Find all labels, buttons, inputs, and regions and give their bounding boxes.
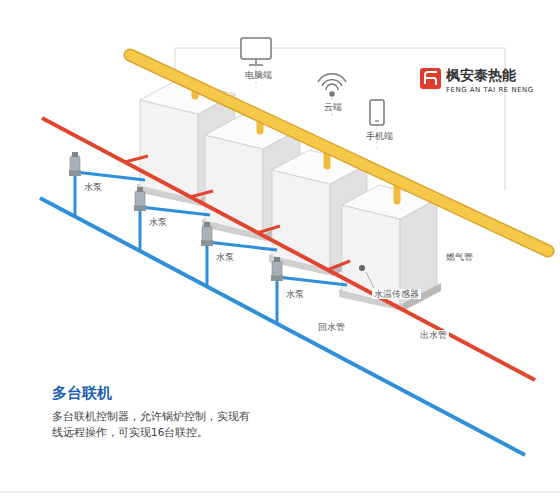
brand-name-en: FENG AN TAI RE NENG — [446, 86, 534, 94]
device-label: 手机端 — [364, 131, 395, 141]
pump-label: 水泵 — [82, 182, 104, 192]
water-pump — [271, 257, 283, 281]
water-pump — [69, 152, 81, 176]
water-pump — [134, 187, 146, 211]
boiler — [339, 185, 441, 311]
device-label: 云端 — [322, 102, 344, 112]
water-pump — [201, 222, 213, 246]
sensor-label: 水温传感器 — [372, 289, 421, 299]
pump-label: 水泵 — [147, 217, 169, 227]
diagram-caption: 多台联机控制器，允许锅炉控制，实现有 线远程操作，可实现16台联控。 — [52, 408, 252, 440]
phone-icon — [370, 100, 384, 125]
pipe-label: 回水管 — [316, 322, 347, 332]
diagram-title: 多台联机 — [52, 384, 112, 402]
pipe-label: 出水管 — [418, 330, 449, 340]
temperature-sensor — [359, 265, 365, 271]
pipe-label: 燃气管 — [444, 252, 475, 262]
pump-label: 水泵 — [284, 289, 306, 299]
computer-icon — [241, 38, 271, 65]
device-label: 电脑端 — [243, 70, 274, 80]
brand-name: 枫安泰热能 — [446, 67, 516, 84]
pump-label: 水泵 — [214, 252, 236, 262]
cloud-icon — [318, 74, 346, 96]
logo-mark — [420, 68, 441, 89]
